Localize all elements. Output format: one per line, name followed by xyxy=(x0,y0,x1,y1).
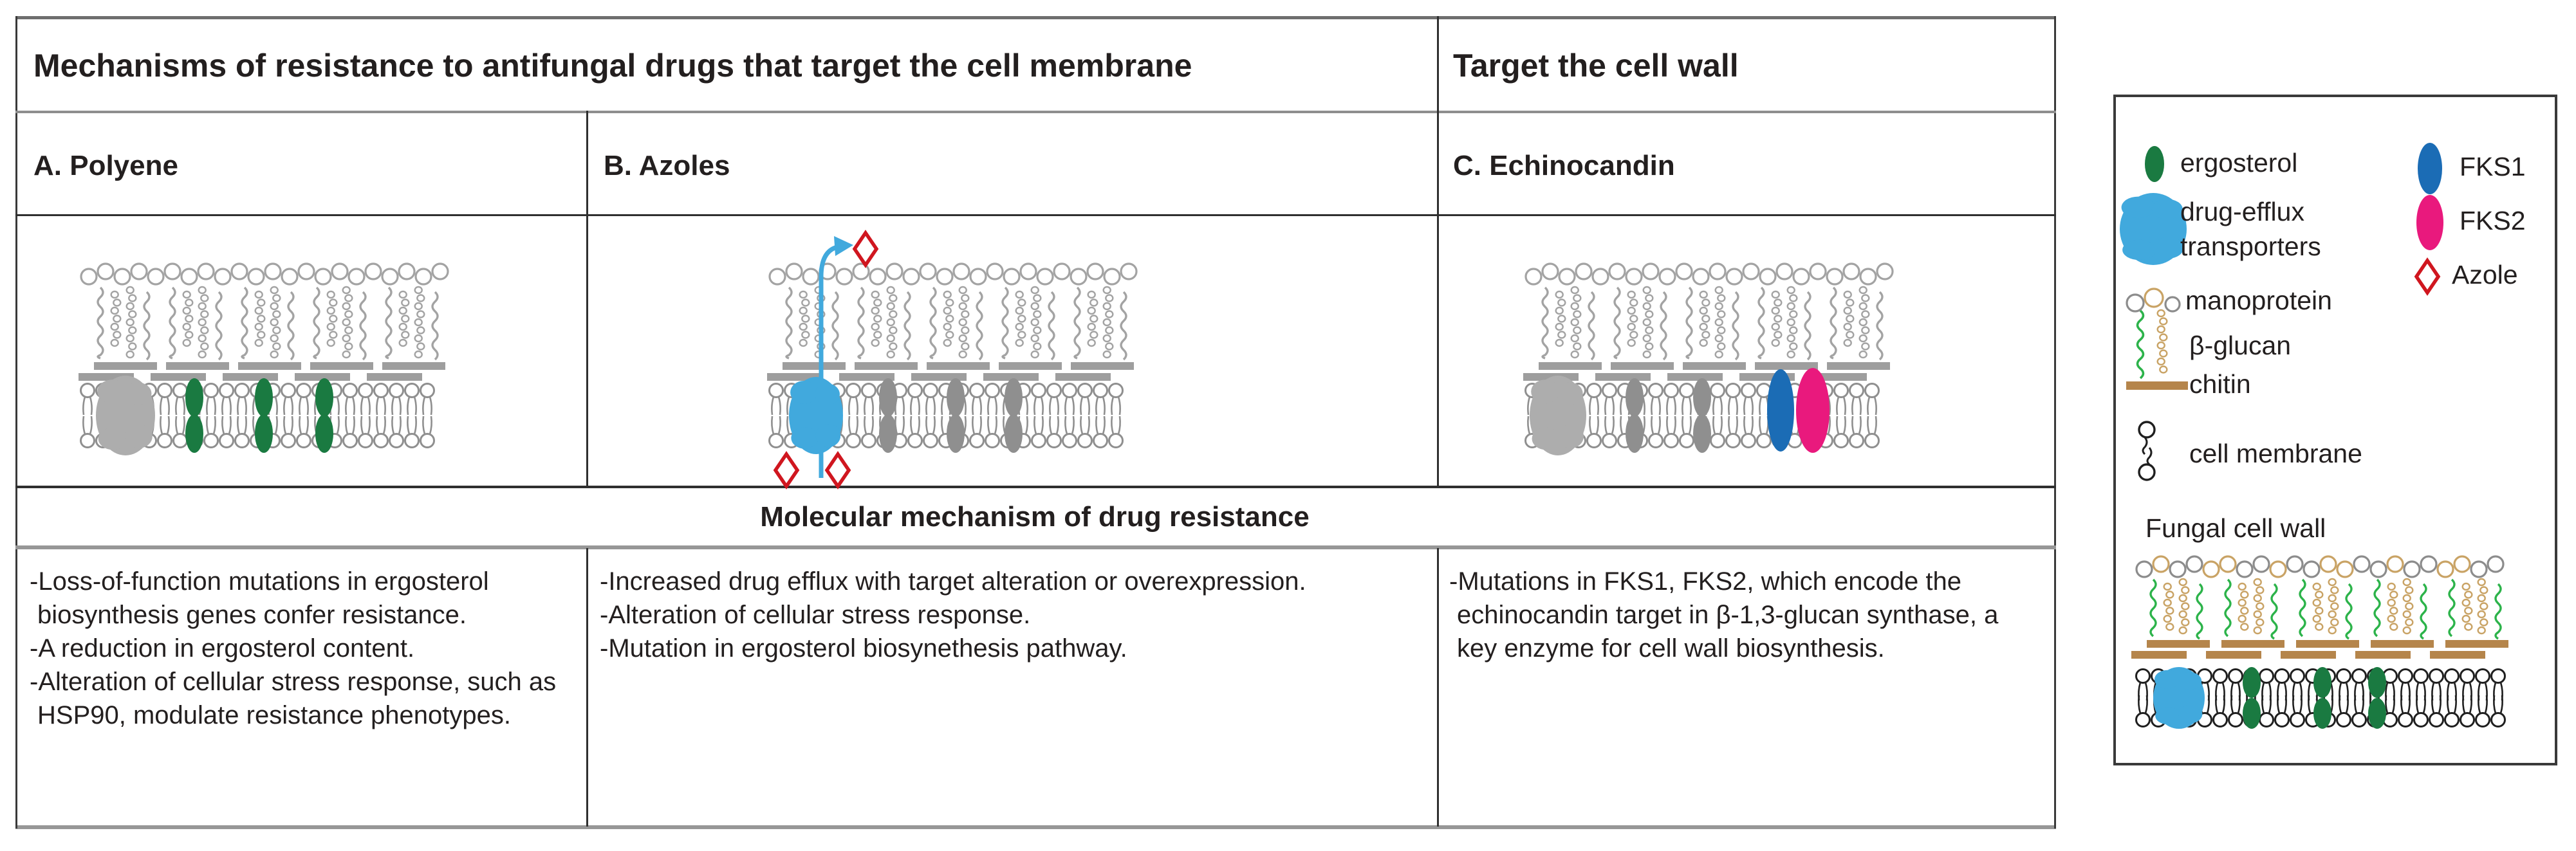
sterol-pair xyxy=(1693,378,1711,453)
mechanism-bullet: -Mutation in ergosterol biosynethesis pa… xyxy=(600,634,1127,663)
legend-label-fks1: FKS1 xyxy=(2460,152,2526,182)
sterol-pair xyxy=(1005,378,1023,453)
table-border-right xyxy=(2054,16,2056,828)
legend-label-fks2: FKS2 xyxy=(2460,206,2526,236)
legend-label-ergosterol: ergosterol xyxy=(2180,148,2298,178)
sterol-pair xyxy=(185,378,203,453)
mechanism-bullet: -Alteration of cellular stress response,… xyxy=(30,668,557,729)
efflux-arrow xyxy=(819,244,841,478)
azole-diamond-top xyxy=(852,230,879,268)
beta-glucan-layer xyxy=(785,286,1127,361)
membrane-title: Mechanisms of resistance to antifungal d… xyxy=(33,48,1192,84)
mechanism-bullet: -A reduction in ergosterol content. xyxy=(30,634,415,663)
chitin-layer xyxy=(1523,362,1890,381)
legend-label-fungal-cell-wall: Fungal cell wall xyxy=(2145,513,2326,544)
panel-label-azoles: B. Azoles xyxy=(604,150,730,181)
fks2-oval xyxy=(1796,368,1830,453)
panel-label-echinocandin: C. Echinocandin xyxy=(1453,150,1675,181)
wall-title: Target the cell wall xyxy=(1453,48,1739,84)
legend-label-manoprotein: manoprotein xyxy=(2185,286,2332,316)
col-divider-a-b-upper xyxy=(586,111,588,486)
mechanism-bullet: -Increased drug efflux with target alter… xyxy=(600,567,1306,596)
sterol-pair xyxy=(1626,378,1644,453)
lipid-bilayer xyxy=(80,383,435,448)
panel-label-polyene: A. Polyene xyxy=(33,150,178,181)
azole-diamond-bottom-right xyxy=(824,451,851,490)
legend-label-azole: Azole xyxy=(2452,260,2518,290)
polyene-membrane-diagram xyxy=(79,262,449,455)
sterol-pair xyxy=(315,378,333,453)
col-divider-a-b-lower xyxy=(586,548,588,827)
legend-box xyxy=(2113,95,2557,765)
row-divider-under-title xyxy=(15,111,2056,113)
mechanism-header: Molecular mechanism of drug resistance xyxy=(760,501,1310,533)
manoprotein-layer xyxy=(80,262,449,286)
manoprotein-layer xyxy=(768,262,1138,286)
row-divider-under-labels xyxy=(15,214,2056,216)
fks1-oval xyxy=(1767,369,1794,452)
membrane-protein-blob-gray xyxy=(96,376,155,455)
mechanism-text-polyene: -Loss-of-function mutations in ergostero… xyxy=(30,565,575,732)
echinocandin-membrane-diagram xyxy=(1523,262,1894,455)
table-border-bottom xyxy=(15,825,2056,829)
beta-glucan-layer xyxy=(97,286,439,361)
sterol-pair xyxy=(947,378,965,453)
legend-labels: ergosterol drug-efflux transporters FKS1… xyxy=(2113,95,2557,765)
chitin-layer xyxy=(79,362,445,381)
mechanism-text-echinocandin: -Mutations in FKS1, FKS2, which encode t… xyxy=(1449,565,2028,665)
drug-efflux-transporter-blob xyxy=(789,377,843,454)
legend-label-efflux-line1: drug-efflux xyxy=(2180,197,2304,227)
efflux-arrowhead xyxy=(834,236,853,256)
azole-diamond-bottom-left xyxy=(773,451,800,490)
chitin-layer xyxy=(767,362,1134,381)
col-divider-b-c-upper xyxy=(1437,16,1439,486)
table-border-left xyxy=(15,16,17,828)
azole-membrane-diagram xyxy=(767,230,1138,490)
lipid-bilayer xyxy=(1524,383,1880,448)
membrane-protein-blob-gray xyxy=(1530,376,1586,455)
legend-label-beta-glucan: β-glucan xyxy=(2189,331,2292,361)
legend-label-chitin: chitin xyxy=(2189,369,2251,399)
mechanism-bullet: -Alteration of cellular stress response. xyxy=(600,601,1031,629)
sterol-pair xyxy=(255,378,273,453)
manoprotein-layer xyxy=(1524,262,1894,286)
lipid-bilayer xyxy=(768,383,1124,448)
mechanism-text-azoles: -Increased drug efflux with target alter… xyxy=(600,565,1430,665)
legend-label-efflux-line2: transporters xyxy=(2180,232,2321,262)
row-divider-above-mechanism xyxy=(15,486,2056,488)
mechanism-bullet: -Mutations in FKS1, FKS2, which encode t… xyxy=(1449,567,1999,663)
col-divider-b-c-lower xyxy=(1437,548,1439,827)
mechanism-bullet: -Loss-of-function mutations in ergostero… xyxy=(30,567,489,629)
legend-label-cell-membrane: cell membrane xyxy=(2189,439,2362,469)
table-border-top xyxy=(15,16,2056,19)
sterol-pair xyxy=(879,378,897,453)
row-divider-under-mechanism xyxy=(15,545,2056,549)
beta-glucan-layer xyxy=(1541,286,1884,361)
